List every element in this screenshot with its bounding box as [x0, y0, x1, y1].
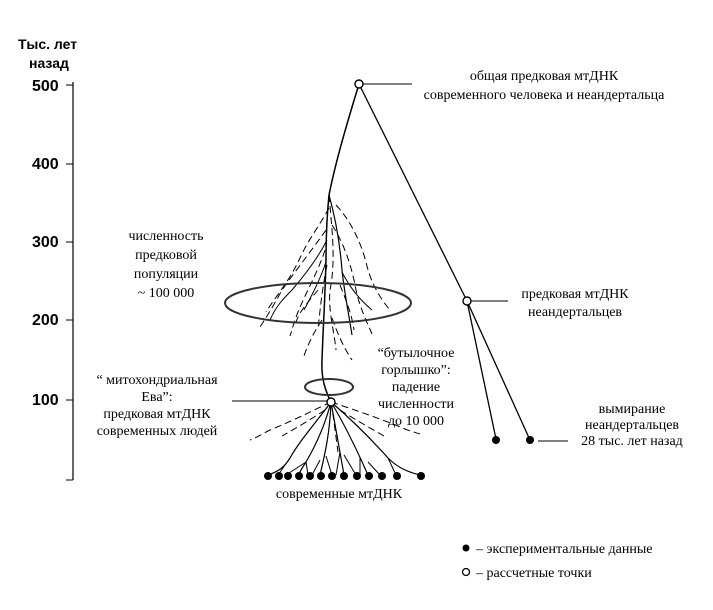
svg-text:численность: численность [129, 229, 204, 244]
svg-text:неандертальцев: неандертальцев [528, 305, 622, 320]
svg-text:Ева”:: Ева”: [141, 390, 172, 405]
svg-text:предковой: предковой [135, 248, 197, 263]
modern-mtdna-point [317, 472, 325, 480]
svg-text:неандертальцев: неандертальцев [585, 418, 679, 433]
modern-mtdna-point [353, 472, 361, 480]
svg-text:вымирание: вымирание [599, 402, 666, 417]
modern-mtdna-point [365, 472, 373, 480]
modern-mtdna-point [393, 472, 401, 480]
svg-text:до 10 000: до 10 000 [388, 414, 444, 429]
modern-mtdna-point [275, 472, 283, 480]
neanderthal-branch-left [466, 300, 497, 440]
neanderthal-main-branch [358, 83, 468, 302]
axis-label-500: 500 [32, 78, 59, 95]
modern-radiation [249, 401, 421, 476]
neanderthal-data-point [492, 436, 500, 444]
legend-open-circle-icon [461, 567, 471, 577]
axis-label-400: 400 [32, 156, 59, 173]
svg-text:~ 100 000: ~ 100 000 [138, 286, 195, 301]
common-ancestor-label: общая предковая мтДНК современного челов… [424, 69, 665, 103]
neanderthal-branch-right [466, 300, 531, 441]
time-axis: Тыс. лет назад 500 400 300 200 100 [18, 36, 77, 481]
ancestral-lineages [257, 194, 391, 361]
calculated-point-common-ancestor [354, 79, 364, 89]
neanderthal-data-point [526, 436, 534, 444]
neanderthal-ancestor-label: предковая мтДНК неандертальцев [521, 287, 629, 320]
legend-filled-dot-icon [462, 544, 470, 552]
modern-mtdna-point [264, 472, 272, 480]
svg-text:предковая мтДНК: предковая мтДНК [103, 407, 211, 422]
axis-label-200: 200 [32, 312, 59, 329]
human-lineage [321, 83, 360, 403]
svg-text:современного человека и неанде: современного человека и неандертальца [424, 88, 665, 103]
legend: – экспериментальные данные – рассчетные … [461, 542, 653, 581]
modern-mtdna-points [264, 472, 425, 480]
population-label: численность предковой популяции ~ 100 00… [129, 229, 204, 301]
svg-text:28 тыс. лет назад: 28 тыс. лет назад [581, 434, 683, 449]
modern-mtdna-point [295, 472, 303, 480]
axis-label-300: 300 [32, 234, 59, 251]
axis-label-100: 100 [32, 392, 59, 409]
legend-calculated-text: – рассчетные точки [475, 566, 592, 581]
svg-text:горлышко”:: горлышко”: [381, 363, 451, 378]
svg-text:падение: падение [392, 380, 440, 395]
legend-experimental-text: – экспериментальные данные [475, 542, 653, 557]
svg-text:предковая мтДНК: предковая мтДНК [521, 287, 629, 302]
modern-mtdna-point [284, 472, 292, 480]
trunk-side-branch [328, 194, 353, 336]
human-trunk [321, 83, 360, 403]
neanderthal-lineage [358, 83, 531, 441]
svg-text:общая предковая мтДНК: общая предковая мтДНК [470, 69, 619, 84]
svg-text:“ митохондриальная: “ митохондриальная [96, 373, 218, 388]
eve-label: “ митохондриальная Ева”: предковая мтДНК… [96, 373, 218, 439]
svg-text:“бутылочное: “бутылочное [378, 346, 455, 361]
calculated-point-eve [326, 397, 336, 407]
modern-mtdna-point [328, 472, 336, 480]
modern-mtdna-point [340, 472, 348, 480]
axis-title-line1: Тыс. лет [18, 36, 77, 52]
svg-text:современных людей: современных людей [97, 424, 218, 439]
bottleneck-label: “бутылочное горлышко”: падение численнос… [378, 346, 455, 429]
axis-title-line2: назад [29, 55, 69, 71]
modern-mtdna-point [378, 472, 386, 480]
modern-mtdna-point [306, 472, 314, 480]
calculated-point-neanderthal-ancestor [462, 296, 472, 306]
bottleneck-ring [304, 378, 354, 396]
extinction-label: вымирание неандертальцев 28 тыс. лет наз… [581, 402, 683, 449]
svg-text:популяции: популяции [134, 267, 199, 282]
population-ring [224, 282, 412, 324]
modern-mtdna-point [417, 472, 425, 480]
modern-mtdna-label: современные мтДНК [276, 487, 403, 502]
svg-text:численности: численности [378, 397, 455, 412]
